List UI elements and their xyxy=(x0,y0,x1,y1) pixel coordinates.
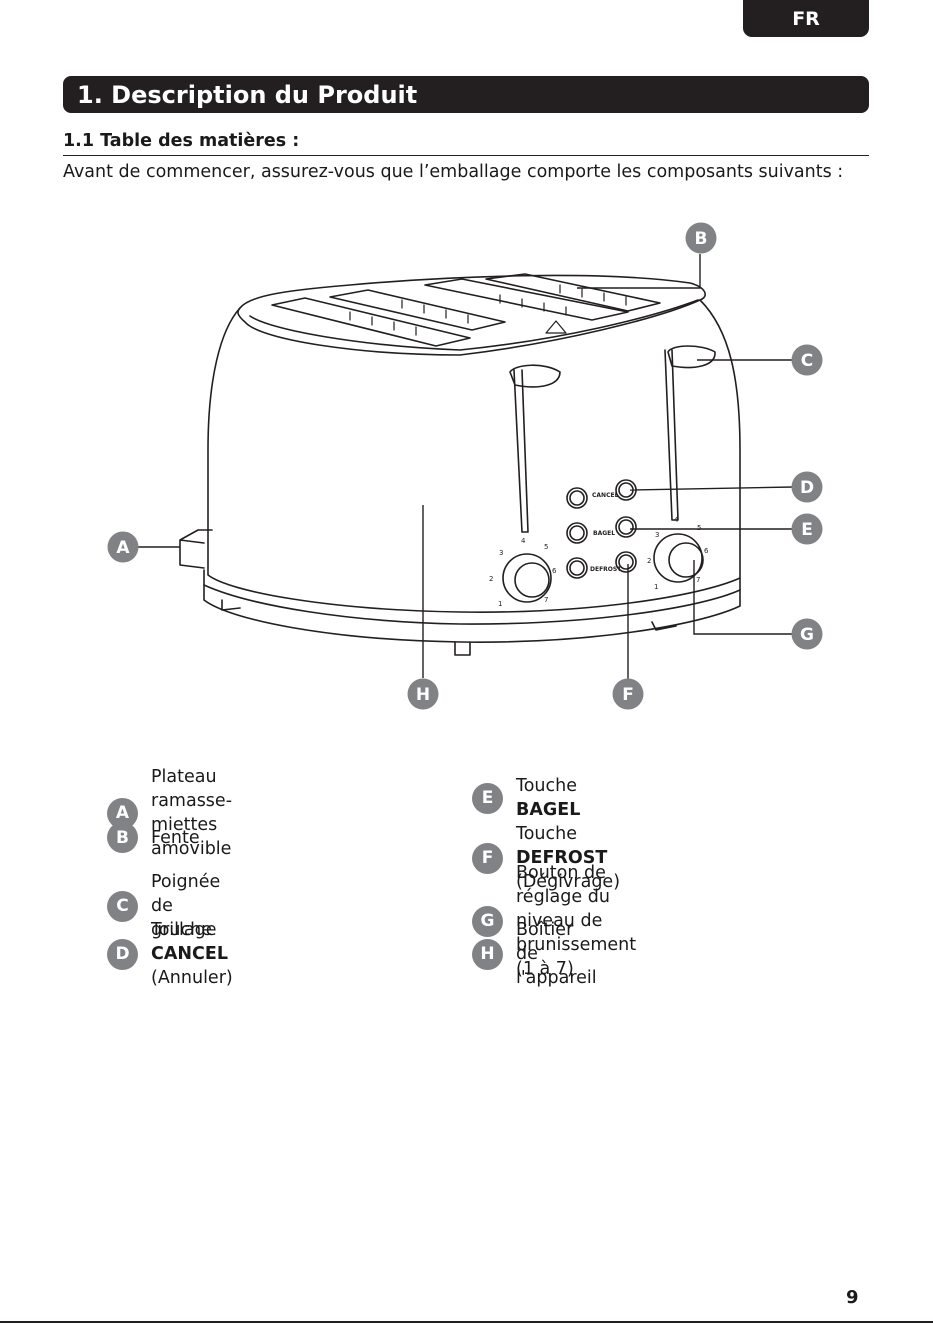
part-label: Boîtier de l'appareil xyxy=(516,920,597,988)
language-tab: FR xyxy=(743,0,869,37)
part-item-c: C Poignée de grillage xyxy=(107,870,220,942)
part-badge: H xyxy=(472,938,503,970)
svg-text:1: 1 xyxy=(654,583,658,591)
toaster-diagram: CANCEL BAGEL DEFROST 1 2 3 4 5 6 7 1 2 3… xyxy=(107,222,823,710)
intro-text: Avant de commencer, assurez-vous que l’e… xyxy=(63,162,844,182)
toaster-body xyxy=(207,299,741,613)
svg-text:5: 5 xyxy=(697,524,701,532)
svg-text:4: 4 xyxy=(521,537,526,545)
part-label: Touche BAGEL xyxy=(516,776,581,820)
svg-text:4: 4 xyxy=(674,516,679,524)
part-badge: G xyxy=(472,905,503,937)
bagel-button-graphic xyxy=(615,516,637,538)
part-label: Touche CANCEL (Annuler) xyxy=(151,920,233,988)
svg-text:2: 2 xyxy=(489,575,493,583)
svg-text:6: 6 xyxy=(552,567,557,575)
callout-d: D xyxy=(791,471,823,503)
svg-text:E: E xyxy=(801,520,813,540)
section-title: 1. Description du Produit xyxy=(63,76,869,113)
lever-left xyxy=(513,369,529,533)
defrost-button-graphic xyxy=(615,551,637,573)
part-badge: C xyxy=(107,890,138,922)
part-item-d: D Touche CANCEL (Annuler) xyxy=(107,918,233,990)
callout-a: A xyxy=(107,531,139,563)
dial-right xyxy=(653,533,703,583)
part-label: Fente xyxy=(151,827,200,848)
part-badge: E xyxy=(472,782,503,814)
warning-symbol xyxy=(545,320,567,334)
svg-text:H: H xyxy=(416,685,430,705)
bagel-label: BAGEL xyxy=(593,530,615,537)
dial-left xyxy=(502,553,552,603)
subsection-title: 1.1 Table des matières : xyxy=(63,131,869,156)
svg-text:7: 7 xyxy=(544,596,548,604)
svg-text:C: C xyxy=(801,351,813,371)
toaster-top xyxy=(237,274,706,356)
callout-g: G xyxy=(791,618,823,650)
callout-b: B xyxy=(685,222,717,254)
part-badge: F xyxy=(472,842,503,874)
svg-text:1: 1 xyxy=(498,600,502,608)
callout-h: H xyxy=(407,678,439,710)
svg-text:3: 3 xyxy=(655,531,659,539)
svg-text:7: 7 xyxy=(696,576,700,584)
button-left-1 xyxy=(566,487,588,509)
callout-e: E xyxy=(791,513,823,545)
part-badge: B xyxy=(107,822,138,853)
svg-text:F: F xyxy=(622,685,634,705)
lever-right xyxy=(664,349,679,521)
defrost-label: DEFROST xyxy=(590,566,622,573)
svg-text:6: 6 xyxy=(704,547,709,555)
slot-left xyxy=(271,297,471,347)
slot-right xyxy=(424,278,629,321)
part-label: Poignée de grillage xyxy=(151,872,221,940)
part-label: Touche DEFROST (Dégivrage) xyxy=(516,824,621,892)
callout-f: F xyxy=(612,678,644,710)
svg-text:3: 3 xyxy=(499,549,503,557)
svg-text:2: 2 xyxy=(647,557,651,565)
button-left-3 xyxy=(566,557,588,579)
part-item-b: B Fente xyxy=(107,822,200,853)
part-item-e: E Touche BAGEL xyxy=(472,774,580,822)
cancel-label: CANCEL xyxy=(592,492,619,499)
svg-text:G: G xyxy=(800,625,814,645)
crumb-tray xyxy=(179,529,213,569)
part-item-h: H Boîtier de l'appareil xyxy=(472,918,597,990)
part-item-f: F Touche DEFROST (Dégivrage) xyxy=(472,822,620,894)
page-number: 9 xyxy=(846,1287,859,1308)
part-badge: D xyxy=(107,938,138,970)
svg-text:B: B xyxy=(695,229,708,249)
svg-text:A: A xyxy=(116,538,130,558)
callout-c: C xyxy=(791,344,823,376)
bottom-rule xyxy=(0,1321,933,1323)
toaster-base xyxy=(203,569,741,643)
button-left-2 xyxy=(566,522,588,544)
svg-text:5: 5 xyxy=(544,543,548,551)
svg-text:D: D xyxy=(800,478,814,498)
